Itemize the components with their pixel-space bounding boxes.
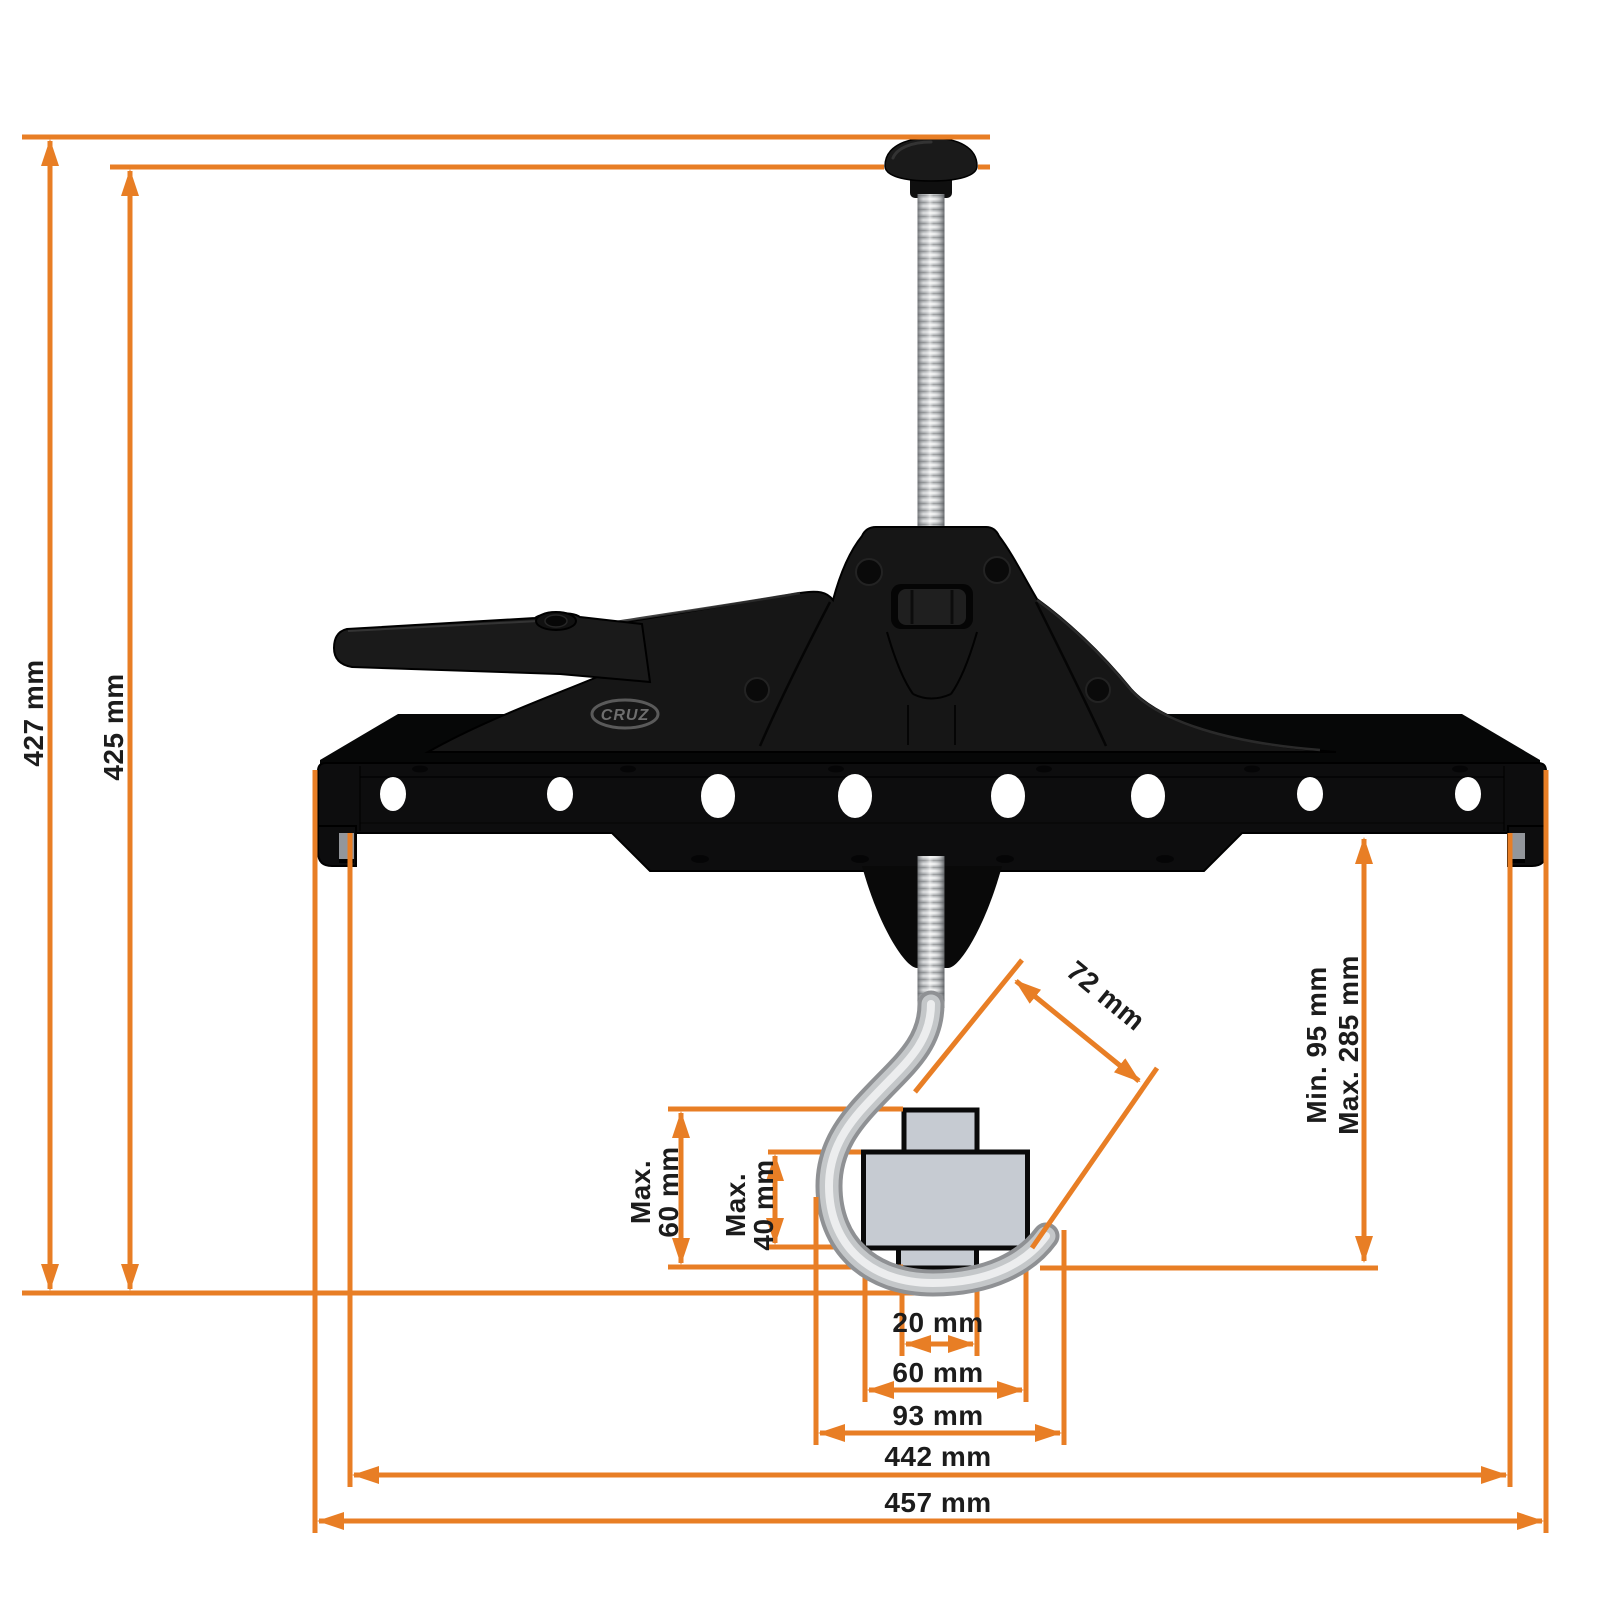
bar-hole bbox=[1131, 774, 1165, 818]
flange-inner-face bbox=[1510, 833, 1525, 860]
bar-divots bbox=[412, 765, 1468, 863]
label-max60-prefix: Max. bbox=[625, 1160, 656, 1224]
label-60: 60 mm bbox=[892, 1357, 983, 1388]
dim-span-extensions bbox=[312, 770, 1549, 1533]
bar-hole bbox=[1455, 777, 1481, 811]
brand-logo: CRUZ bbox=[590, 698, 660, 730]
bar-hole bbox=[838, 774, 872, 818]
release-lever[interactable] bbox=[332, 611, 652, 684]
bar-end-flange-right bbox=[1507, 825, 1547, 867]
wing-bolt-right-icon bbox=[1085, 677, 1111, 703]
bar-hole bbox=[380, 777, 406, 811]
bar-hole bbox=[1297, 777, 1323, 811]
profile-bottom-tab bbox=[896, 1245, 979, 1271]
clamp-hook bbox=[815, 990, 1060, 1297]
label-442: 442 mm bbox=[884, 1441, 991, 1472]
label-max60-value: 60 mm bbox=[653, 1146, 684, 1237]
label-93: 93 mm bbox=[892, 1400, 983, 1431]
rod-shading bbox=[917, 194, 945, 530]
label-425: 425 mm bbox=[98, 673, 129, 780]
label-clamp-min: Min. 95 mm bbox=[1301, 966, 1332, 1123]
logo-oval bbox=[590, 698, 660, 730]
dim-foot-slot-width: 20 mm bbox=[892, 1307, 983, 1353]
label-clamp-max: Max. 285 mm bbox=[1333, 955, 1364, 1135]
bar-holes bbox=[380, 774, 1481, 818]
tower-bolt-right-icon bbox=[983, 556, 1011, 584]
tower-slot-block bbox=[898, 589, 966, 625]
crossbar-profile bbox=[861, 1107, 1030, 1271]
dim-profile-width: 60 mm bbox=[867, 1357, 1024, 1399]
dim-total-height: 427 mm bbox=[18, 134, 990, 1291]
label-72: 72 mm bbox=[1061, 955, 1151, 1037]
bar-hole bbox=[701, 774, 735, 818]
tower-neck-creases bbox=[886, 631, 978, 700]
clamp-device: CRUZ bbox=[317, 137, 1547, 968]
label-20: 20 mm bbox=[892, 1307, 983, 1338]
ext-72-lower bbox=[1029, 1066, 1160, 1250]
dim-total-width: 457 mm bbox=[317, 1487, 1544, 1530]
slot-inner-edges bbox=[910, 590, 954, 624]
knob-highlight bbox=[891, 140, 933, 160]
tower-bolt-left-icon bbox=[855, 558, 883, 586]
tower-base-seams bbox=[907, 705, 956, 745]
label-457: 457 mm bbox=[884, 1487, 991, 1518]
logo-text: CRUZ bbox=[601, 707, 650, 724]
body-edge-highlight bbox=[615, 591, 1321, 752]
tower-details bbox=[744, 556, 1111, 745]
label-max40-prefix: Max. bbox=[720, 1173, 751, 1237]
profile-center bbox=[861, 1149, 1030, 1251]
bar-end-seams bbox=[359, 766, 1505, 831]
dim-inner-span: 442 mm bbox=[352, 1441, 1508, 1484]
bar-face bbox=[317, 762, 1547, 872]
knob-cap bbox=[884, 137, 978, 182]
ext-72-upper bbox=[913, 958, 1024, 1094]
threaded-rod-lower bbox=[917, 856, 945, 1008]
dim-hook-outer-width: 93 mm bbox=[818, 1400, 1062, 1442]
body-cheek-creases bbox=[758, 601, 1108, 747]
bar-hole bbox=[547, 777, 573, 811]
hook-tube-highlight bbox=[824, 1000, 1050, 1288]
wing-bolt-left-icon bbox=[744, 677, 770, 703]
threaded-rod-upper bbox=[917, 194, 945, 530]
profile-top-tab bbox=[901, 1107, 980, 1155]
bar-hole bbox=[991, 774, 1025, 818]
label-427: 427 mm bbox=[18, 659, 49, 766]
tension-knob bbox=[884, 137, 978, 198]
dim-height-to-knob-seat: 425 mm bbox=[98, 164, 990, 1291]
label-max40-value: 40 mm bbox=[748, 1159, 779, 1250]
lever-pin-icon bbox=[544, 614, 568, 628]
dim-clamp-range: Min. 95 mm Max. 285 mm bbox=[1040, 837, 1378, 1271]
dimline-72 bbox=[1014, 979, 1141, 1083]
dim-93-extensions bbox=[813, 1197, 1067, 1445]
